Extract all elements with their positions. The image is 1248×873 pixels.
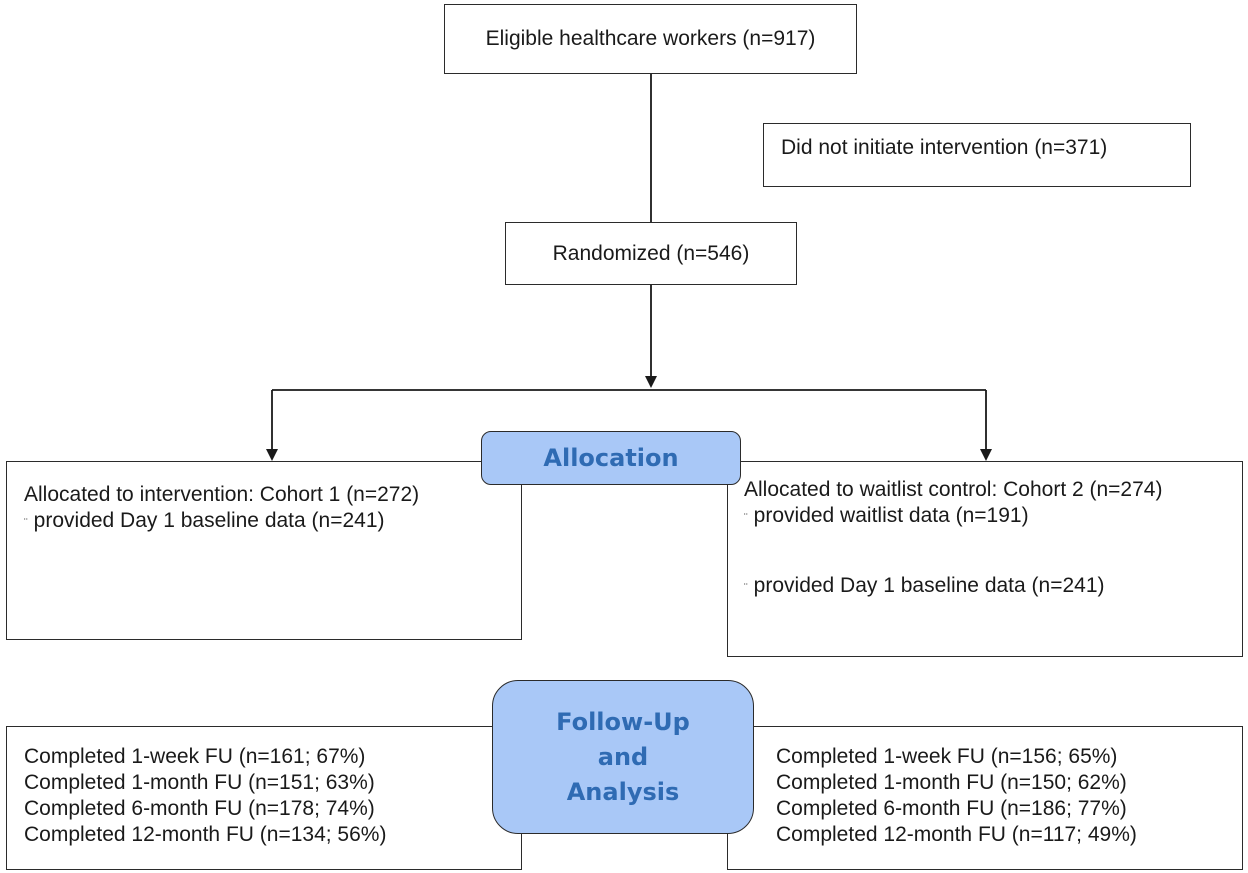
randomized-text: Randomized (n=546) (552, 241, 750, 265)
cohort1-title: Allocated to intervention: Cohort 1 (n=2… (24, 483, 420, 506)
cohort2-followup-item: Completed 12-month FU (n=117; 49%) (776, 823, 1137, 846)
not-initiated-text: Did not initiate intervention (n=371) (781, 136, 1108, 159)
eligible-box: Eligible healthcare workers (n=917) (444, 4, 857, 74)
not-initiated-box: Did not initiate intervention (n=371) (763, 123, 1191, 187)
randomized-box: Randomized (n=546) (505, 222, 797, 285)
followup-stage-text: Follow-Up (556, 707, 690, 736)
bullet-icon: ¨ (744, 512, 748, 524)
cohort2-title: Allocated to waitlist control: Cohort 2 … (744, 478, 1163, 501)
cohort1-followup-item: Completed 1-month FU (n=151; 63%) (24, 771, 375, 794)
cohort2-bullet-item: ¨ provided Day 1 baseline data (n=241) (744, 573, 1242, 599)
cohort1-bullet-item: ¨ provided Day 1 baseline data (n=241) (24, 508, 521, 534)
cohort2-allocation-box: Allocated to waitlist control: Cohort 2 … (727, 461, 1243, 657)
cohort2-followup-item: Completed 1-month FU (n=150; 62%) (776, 771, 1127, 794)
followup-stage-text: Analysis (566, 777, 680, 806)
allocation-stage-text: Allocation (543, 444, 679, 472)
cohort1-followup-box: Completed 1-week FU (n=161; 67%) Complet… (6, 726, 522, 870)
eligible-text: Eligible healthcare workers (n=917) (485, 27, 816, 50)
cohort2-followup-box: Completed 1-week FU (n=156; 65%) Complet… (727, 726, 1243, 870)
cohort1-bullet-text: provided Day 1 baseline data (n=241) (33, 509, 385, 532)
allocation-stage-label: Allocation (481, 431, 741, 485)
followup-stage-text: and (597, 742, 649, 771)
cohort1-followup-item: Completed 1-week FU (n=161; 67%) (24, 745, 366, 768)
cohort1-followup-item: Completed 12-month FU (n=134; 56%) (24, 823, 387, 846)
cohort2-followup-item: Completed 6-month FU (n=186; 77%) (776, 797, 1127, 820)
bullet-icon: ¨ (24, 517, 28, 529)
cohort2-bullet-text: provided waitlist data (n=191) (753, 504, 1029, 527)
cohort2-bullet-text: provided Day 1 baseline data (n=241) (753, 574, 1105, 597)
cohort2-followup-item: Completed 1-week FU (n=156; 65%) (776, 745, 1118, 768)
cohort1-followup-item: Completed 6-month FU (n=178; 74%) (24, 797, 375, 820)
cohort1-allocation-box: Allocated to intervention: Cohort 1 (n=2… (6, 461, 522, 640)
cohort2-bullet-item: ¨ provided waitlist data (n=191) (744, 503, 1242, 529)
bullet-icon: ¨ (744, 582, 748, 594)
followup-stage-label: Follow-Up and Analysis (492, 680, 754, 834)
